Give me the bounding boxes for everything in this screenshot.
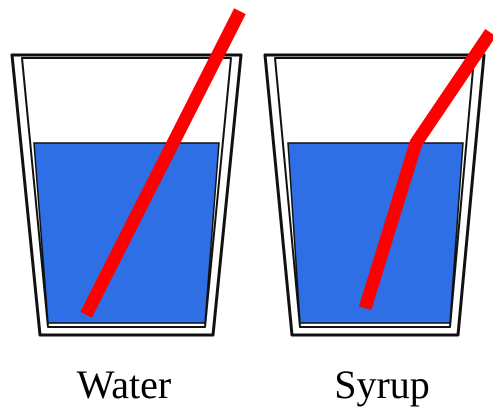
water-glass xyxy=(12,17,241,335)
water-label: Water xyxy=(77,362,172,407)
syrup-glass xyxy=(265,38,487,335)
syrup-label: Syrup xyxy=(334,362,430,407)
